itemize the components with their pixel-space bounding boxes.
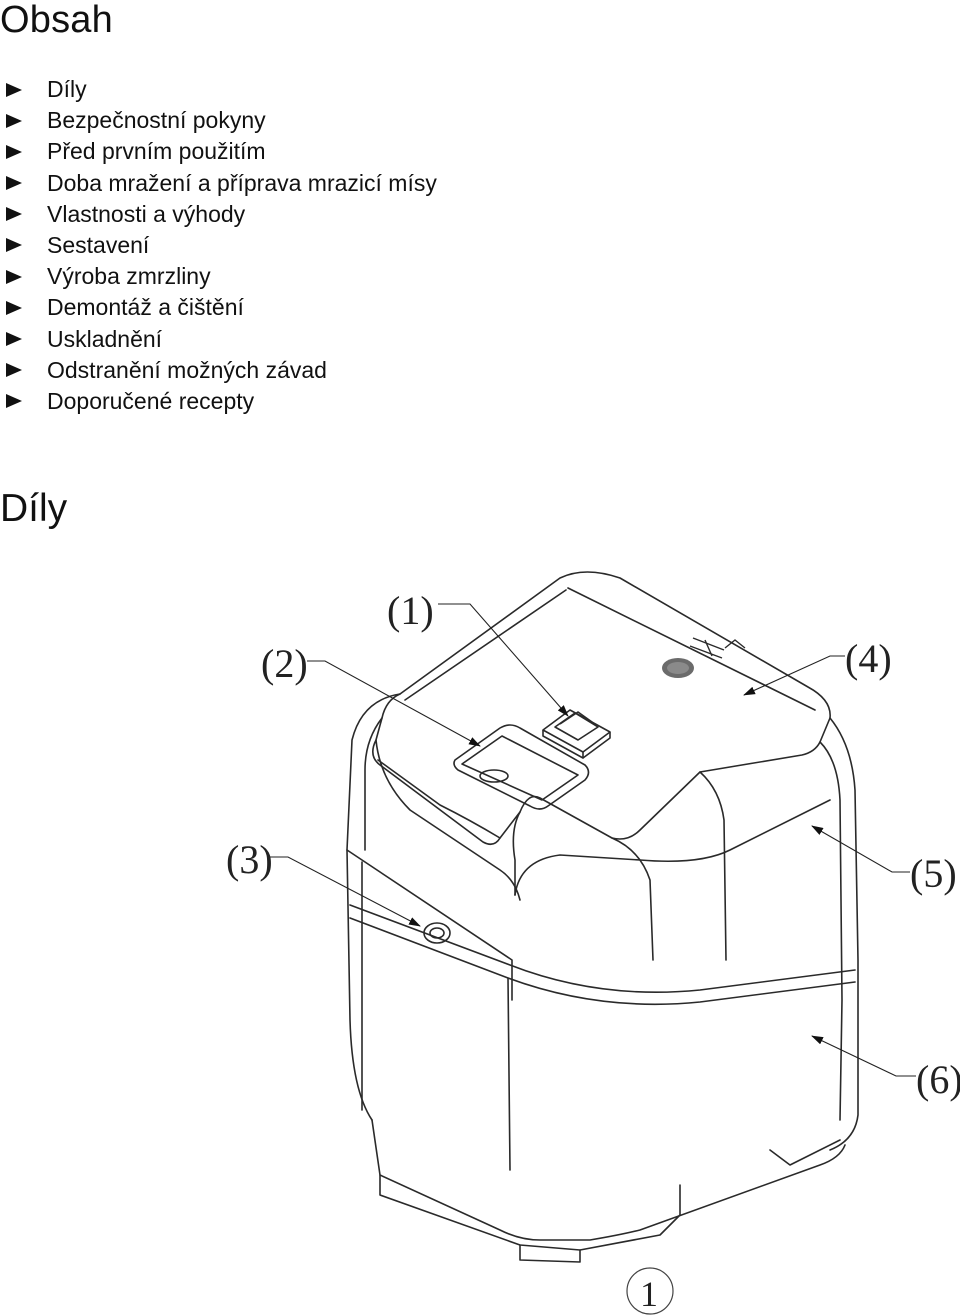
contents-item-label: Doba mražení a příprava mrazicí mísy [47, 169, 437, 196]
callout-3: (3) [226, 837, 273, 882]
side-button [423, 922, 451, 944]
arrow-bullet-icon [6, 269, 22, 284]
callout-1: (1) [387, 588, 434, 633]
callout-2: (2) [261, 641, 308, 686]
page-number: 1 [640, 1274, 658, 1314]
arrow-bullet-icon [6, 113, 22, 128]
contents-item-label: Odstranění možných závad [47, 356, 327, 383]
contents-item-label: Doporučené recepty [47, 387, 255, 414]
page-number-badge: 1 [626, 1267, 674, 1315]
contents-item-label: Demontáž a čištění [47, 294, 244, 321]
contents-heading: Obsah [0, 0, 113, 41]
appliance-body [346, 571, 859, 1263]
callout-5: (5) [910, 851, 957, 896]
arrow-bullet-icon [6, 363, 22, 378]
arrow-bullet-icon [6, 207, 22, 222]
arrow-bullet-icon [6, 332, 22, 346]
callout-6: (6) [916, 1057, 960, 1102]
ingredient-chute [453, 724, 590, 810]
ice-cream-maker-diagram: (1) (2) (3) (4) (5) (6) 1 [226, 571, 960, 1315]
contents-item-label: Před prvním použitím [47, 138, 266, 165]
arrow-bullet-icon [6, 144, 22, 159]
leader-lines [270, 603, 916, 1077]
contents-item-label: Vlastnosti a výhody [47, 200, 246, 227]
contents-item-label: Bezpečnostní pokyny [47, 107, 266, 134]
arrow-bullet-icon [6, 82, 22, 97]
speaker-icon [662, 658, 694, 678]
parts-heading: Díly [0, 487, 68, 530]
contents-item-label: Uskladnění [47, 325, 163, 352]
callout-4: (4) [845, 636, 892, 681]
lid-hinge [689, 637, 746, 659]
arrow-bullet-icon [6, 394, 22, 409]
contents-item-label: Sestavení [47, 231, 150, 258]
contents-item-label: Výroba zmrzliny [47, 263, 211, 290]
arrow-bullet-icon [6, 238, 22, 253]
power-switch [542, 709, 611, 759]
contents-item-label: Díly [47, 76, 87, 102]
arrow-bullet-icon [6, 300, 22, 315]
arrow-bullet-icon [6, 176, 22, 191]
